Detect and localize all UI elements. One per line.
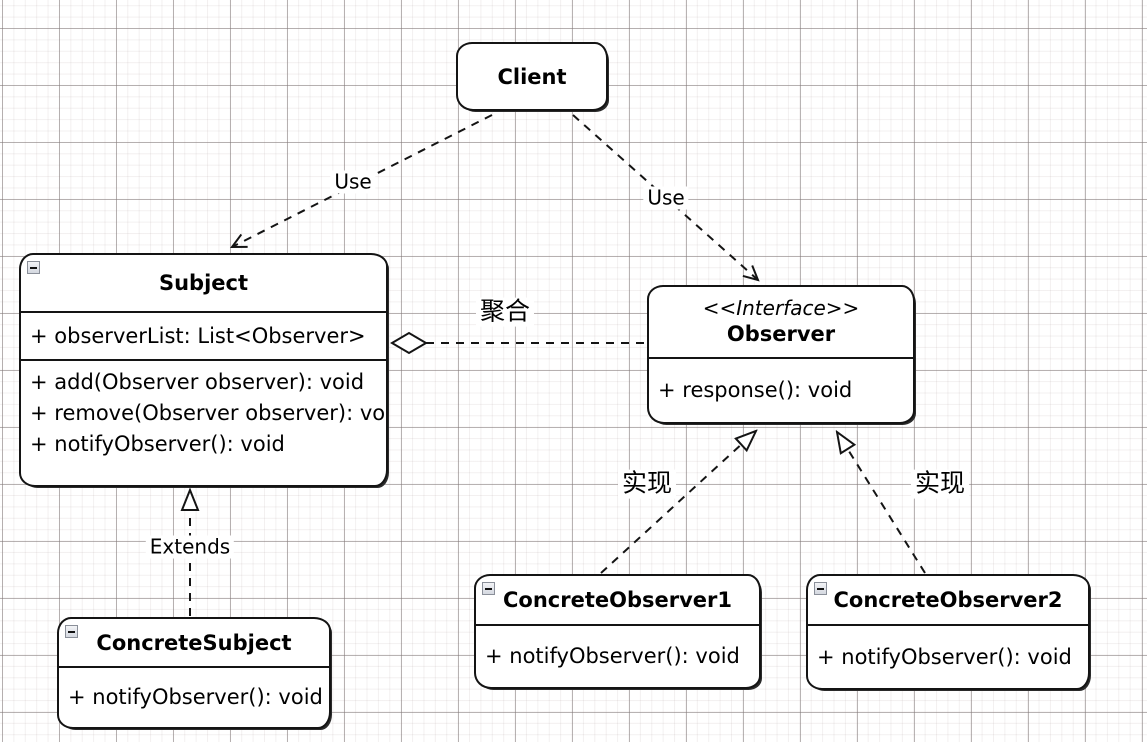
class-concrete-subject-title: ConcreteSubject (96, 630, 292, 655)
method: + notifyObserver(): void (485, 644, 740, 668)
subject-attributes-section: + observerList: List<Observer> (21, 311, 386, 359)
collapse-icon[interactable] (65, 625, 78, 638)
class-concrete-subject[interactable]: ConcreteSubject + notifyObserver(): void (57, 617, 331, 729)
class-subject[interactable]: Subject + observerList: List<Observer> +… (19, 253, 388, 487)
class-observer[interactable]: <<Interface>> Observer + response(): voi… (647, 285, 915, 424)
edge-label-use-right[interactable]: Use (643, 186, 689, 210)
minus-icon (68, 630, 75, 633)
collapse-icon[interactable] (27, 261, 40, 274)
aggregation-diamond-icon (390, 331, 428, 355)
edge-label-use-left[interactable]: Use (330, 170, 376, 194)
method: + notifyObserver(): void (68, 685, 323, 709)
edge-use-left[interactable] (230, 114, 493, 249)
edge-label-aggregation[interactable]: 聚合 (475, 297, 535, 327)
attribute: + observerList: List<Observer> (30, 323, 366, 348)
method: + notifyObserver(): void (30, 432, 285, 456)
concrete-observer1-methods-section: + notifyObserver(): void (476, 624, 759, 687)
method: + add(Observer observer): void (30, 370, 365, 394)
class-concrete-observer2[interactable]: ConcreteObserver2 + notifyObserver(): vo… (806, 574, 1090, 690)
method: + response(): void (658, 378, 853, 402)
class-client[interactable]: Client (456, 42, 608, 111)
class-subject-title: Subject (158, 271, 249, 295)
class-concrete-observer2-title: ConcreteObserver2 (833, 588, 1063, 612)
minus-icon (30, 266, 37, 269)
class-observer-header: <<Interface>> Observer (649, 287, 913, 357)
subject-methods-section: + add(Observer observer): void + remove(… (21, 359, 386, 485)
class-concrete-observer1[interactable]: ConcreteObserver1 + notifyObserver(): vo… (474, 574, 761, 689)
class-observer-title: Observer (726, 322, 836, 347)
class-concrete-observer1-title: ConcreteObserver1 (502, 588, 732, 612)
observer-methods-section: + response(): void (649, 357, 913, 422)
method: + notifyObserver(): void (817, 644, 1072, 669)
concrete-subject-methods-section: + notifyObserver(): void (59, 666, 329, 727)
collapse-icon[interactable] (814, 582, 827, 595)
edge-label-realize-left[interactable]: 实现 (617, 469, 677, 499)
class-client-title: Client (497, 64, 567, 89)
edge-label-realize-right[interactable]: 实现 (910, 469, 970, 499)
collapse-icon[interactable] (482, 582, 495, 595)
edge-label-extends[interactable]: Extends (145, 535, 235, 559)
concrete-observer2-methods-section: + notifyObserver(): void (808, 624, 1088, 688)
minus-icon (817, 587, 824, 590)
edge-realize-left[interactable] (600, 431, 756, 574)
edge-aggregation[interactable] (390, 331, 647, 355)
method: + remove(Observer observer): void (30, 401, 386, 425)
observer-stereotype: <<Interface>> (702, 296, 860, 321)
minus-icon (485, 587, 492, 590)
edge-realize-right[interactable] (837, 432, 926, 574)
